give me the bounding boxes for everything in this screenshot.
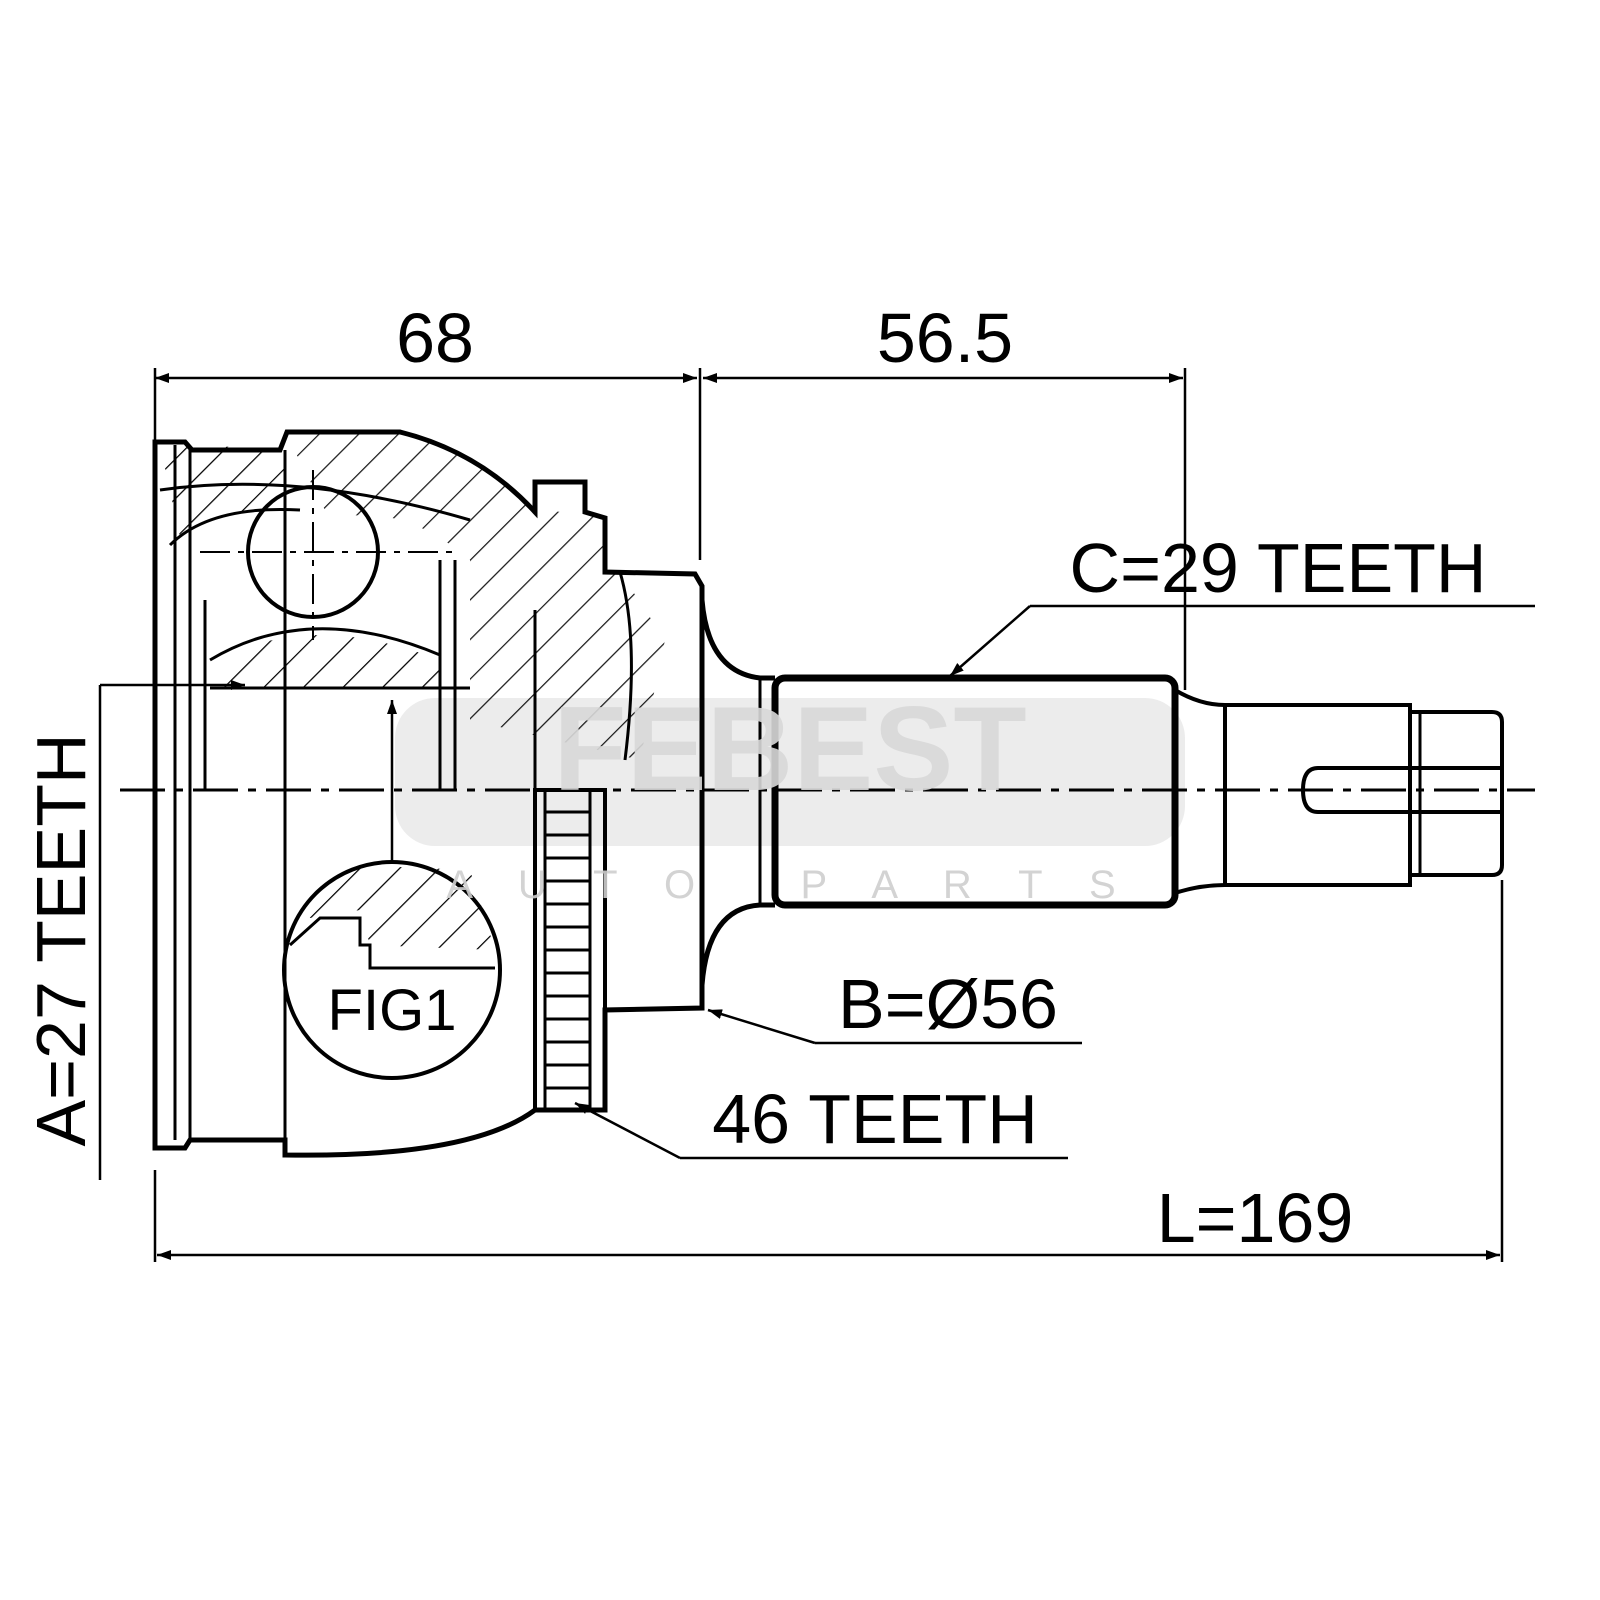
ball-centerlines xyxy=(200,470,460,640)
dimension-56-5: 56.5 xyxy=(877,299,1013,377)
watermark-subtitle: A U T O P A R T S xyxy=(446,863,1133,907)
label-b-diameter: B=Ø56 xyxy=(838,965,1058,1043)
dimension-length: L=169 xyxy=(1157,1179,1354,1257)
callouts: C=29 TEETH B=Ø56 46 TEETH A=27 TEETH xyxy=(22,529,1535,1180)
watermark: FEBEST A U T O P A R T S xyxy=(446,682,1133,907)
fig1-detail: FIG1 xyxy=(282,700,502,1080)
outer-housing xyxy=(152,429,705,1158)
dimension-68: 68 xyxy=(396,299,474,377)
watermark-brand: FEBEST xyxy=(553,682,1026,816)
label-abs-teeth: 46 TEETH xyxy=(712,1080,1038,1158)
label-c-teeth: C=29 TEETH xyxy=(1070,529,1487,607)
dimension-lines: 68 56.5 L=169 xyxy=(153,299,1504,1262)
fig1-label: FIG1 xyxy=(328,978,457,1043)
label-a-teeth: A=27 TEETH xyxy=(22,733,100,1146)
